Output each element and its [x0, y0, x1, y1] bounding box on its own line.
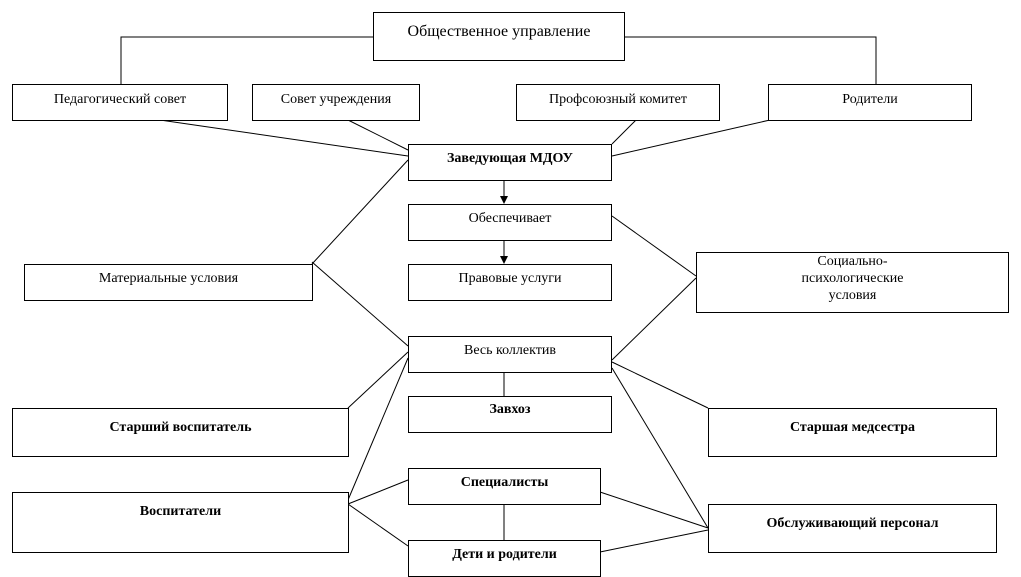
- link-public-to-right: [625, 36, 877, 84]
- node-children-and-parents: Дети и родители: [408, 540, 601, 577]
- link-material-collective: [311, 261, 409, 347]
- link-public-to-left: [120, 36, 373, 84]
- link-collective-senior-nurse: [611, 361, 709, 409]
- link-ped-council-head: [159, 119, 409, 157]
- node-legal-services: Правовые услуги: [408, 264, 612, 301]
- link-specialists-service: [599, 491, 709, 529]
- node-head-mdou: Заведующая МДОУ: [408, 144, 612, 181]
- link-teachers-specialists: [347, 479, 409, 505]
- link-collective-service-staff: [611, 367, 709, 529]
- node-material-conditions: Материальные условия: [24, 264, 313, 301]
- node-social-psych-conditions: Социально-психологические условия: [696, 252, 1009, 313]
- link-inst-council-head: [347, 119, 409, 151]
- node-senior-nurse: Старшая медсестра: [708, 408, 997, 457]
- link-children-service: [599, 529, 709, 553]
- link-union-head: [611, 119, 637, 145]
- node-institution-council: Совет учреждения: [252, 84, 420, 121]
- node-service-staff: Обслуживающий персонал: [708, 504, 997, 553]
- node-provides: Обеспечивает: [408, 204, 612, 241]
- link-parents-head: [611, 119, 771, 157]
- link-head-material: [311, 159, 409, 265]
- node-supply-manager: Завхоз: [408, 396, 612, 433]
- node-parents: Родители: [768, 84, 972, 121]
- node-pedagogical-council: Педагогический совет: [12, 84, 228, 121]
- link-collective-teachers: [347, 357, 409, 501]
- node-whole-collective: Весь коллектив: [408, 336, 612, 373]
- link-social-collective: [611, 277, 697, 361]
- node-specialists: Специалисты: [408, 468, 601, 505]
- link-collective-senior-teacher: [347, 351, 409, 409]
- node-public-governance: Общественное управление: [373, 12, 625, 61]
- link-teachers-children: [347, 503, 409, 547]
- node-teachers: Воспитатели: [12, 492, 349, 553]
- node-senior-teacher: Старший воспитатель: [12, 408, 349, 457]
- node-union-committee: Профсоюзный комитет: [516, 84, 720, 121]
- link-provides-social: [611, 215, 697, 277]
